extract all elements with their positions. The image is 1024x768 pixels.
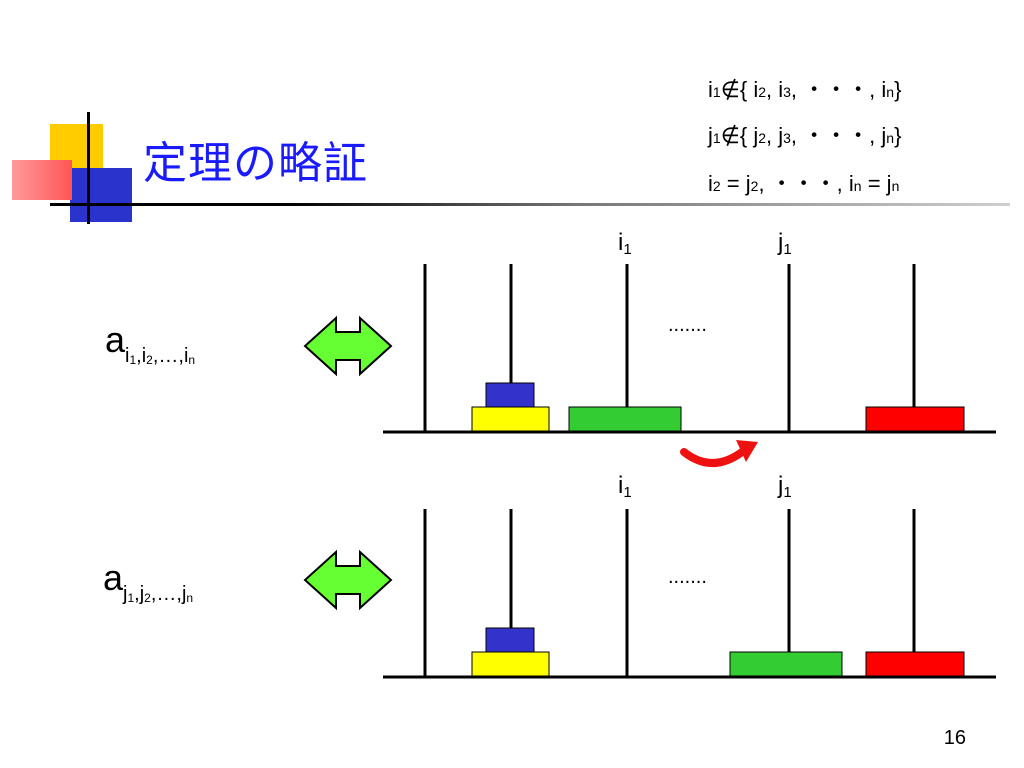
bottom-label-j1: j1 [777, 472, 792, 501]
top-disk-blue [485, 382, 535, 408]
double-arrow-icon [303, 549, 393, 611]
bottom-disk-blue [485, 627, 535, 653]
deco-pink-square [12, 160, 72, 200]
top-state-label: ai1,i2,…,in [105, 319, 195, 367]
condition-line-1: i1∉{ i2, i3, ・・・, in} [708, 77, 902, 102]
top-disk-green [568, 406, 682, 432]
bottom-ellipsis: ....... [668, 566, 707, 588]
top-label-j1: j1 [777, 229, 792, 258]
top-ellipsis: ....... [668, 314, 707, 336]
condition-line-3: i2 = j2, ・・・, in = jn [708, 171, 900, 196]
top-disk-red [865, 406, 965, 432]
page-number: 16 [943, 727, 966, 749]
bottom-disk-yellow [471, 651, 550, 677]
bottom-label-i1: i1 [618, 472, 632, 501]
top-disk-yellow [471, 406, 550, 432]
top-label-i1: i1 [618, 229, 632, 258]
bottom-disk-green [729, 651, 843, 677]
bottom-state-label: aj1,j2,…,jn [103, 557, 193, 605]
deco-vertical-line [87, 112, 90, 224]
move-arrow-icon [680, 440, 758, 467]
deco-blue-square [70, 168, 132, 222]
title-underline [50, 203, 1010, 206]
bottom-disk-red [865, 651, 965, 677]
bottom-configuration: i1 j1 ....... aj1,j2,…,jn [103, 472, 996, 679]
double-arrow-icon [303, 315, 393, 377]
condition-line-2: j1∉{ j2, j3, ・・・, jn} [708, 123, 902, 148]
top-configuration: i1 j1 ....... ai1,i2,…,in [105, 229, 996, 434]
slide-title: 定理の略証 [143, 138, 368, 189]
